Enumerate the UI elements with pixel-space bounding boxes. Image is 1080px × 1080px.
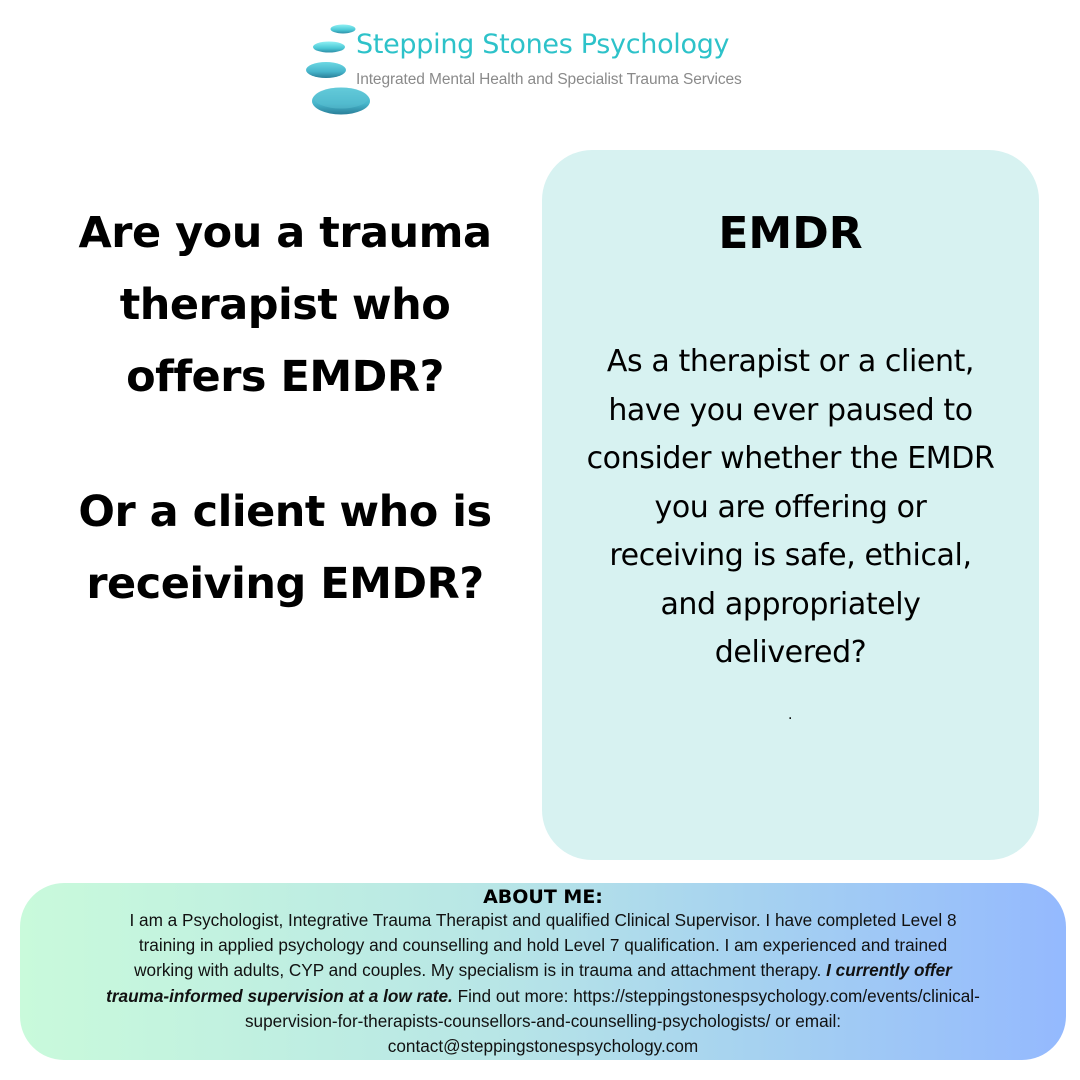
about-emphasis-rate: trauma-informed supervision at a low rat…: [106, 985, 453, 1006]
headline-line: therapist who: [119, 280, 451, 330]
about-line: trauma-informed supervision at a low rat…: [20, 984, 1066, 1009]
panel-trailing-dot: .: [788, 707, 793, 723]
panel-body: As a therapist or a client, have you eve…: [548, 338, 1033, 678]
panel-body-line: consider whether the EMDR: [586, 441, 995, 476]
headline-line: Or a client who is: [78, 487, 492, 537]
about-line: I am a Psychologist, Integrative Trauma …: [20, 908, 1066, 933]
headline-therapist-question: Are you a trauma therapist who offers EM…: [40, 197, 530, 413]
about-title: ABOUT ME:: [483, 886, 603, 908]
panel-body-line: you are offering or: [654, 489, 927, 525]
about-link-url-cont[interactable]: supervision-for-therapists-counsellors-a…: [244, 1010, 842, 1031]
about-line: supervision-for-therapists-counsellors-a…: [20, 1009, 1066, 1034]
brand-logo: Stepping Stones Psychology Integrated Me…: [304, 22, 784, 118]
headline-line: offers EMDR?: [126, 352, 444, 402]
panel-body-line: delivered?: [714, 635, 867, 670]
about-text: I am a Psychologist, Integrative Trauma …: [20, 908, 1066, 1059]
panel-body-line: receiving is safe, ethical,: [609, 538, 972, 573]
panel-title: EMDR: [718, 208, 863, 259]
headline-line: receiving EMDR?: [86, 559, 484, 609]
about-text-segment: I am a Psychologist, Integrative Trauma …: [129, 910, 957, 930]
about-link-url[interactable]: Find out more: https://steppingstonespsy…: [452, 985, 980, 1006]
panel-body-line: As a therapist or a client,: [606, 344, 975, 379]
headline-client-question: Or a client who is receiving EMDR?: [40, 476, 530, 620]
about-text-segment: working with adults, CYP and couples. My…: [134, 960, 827, 981]
about-line: contact@steppingstonespsychology.com: [20, 1034, 1066, 1059]
about-me-banner: ABOUT ME: I am a Psychologist, Integrati…: [20, 883, 1066, 1060]
about-line: training in applied psychology and couns…: [20, 933, 1066, 958]
about-emphasis-offer: I currently offer: [826, 960, 952, 981]
headline-line: Are you a trauma: [78, 208, 492, 258]
panel-body-line: have you ever paused to: [608, 392, 973, 428]
stacked-stones-icon: [306, 24, 370, 115]
emdr-info-panel: EMDR As a therapist or a client, have yo…: [542, 150, 1039, 860]
about-text-segment: training in applied psychology and couns…: [138, 935, 948, 956]
brand-title: Stepping Stones Psychology: [356, 29, 730, 60]
brand-tagline: Integrated Mental Health and Specialist …: [356, 71, 742, 88]
about-line: working with adults, CYP and couples. My…: [20, 958, 1066, 983]
panel-body-line: and appropriately: [660, 586, 921, 622]
contact-email[interactable]: contact@steppingstonespsychology.com: [387, 1036, 699, 1057]
